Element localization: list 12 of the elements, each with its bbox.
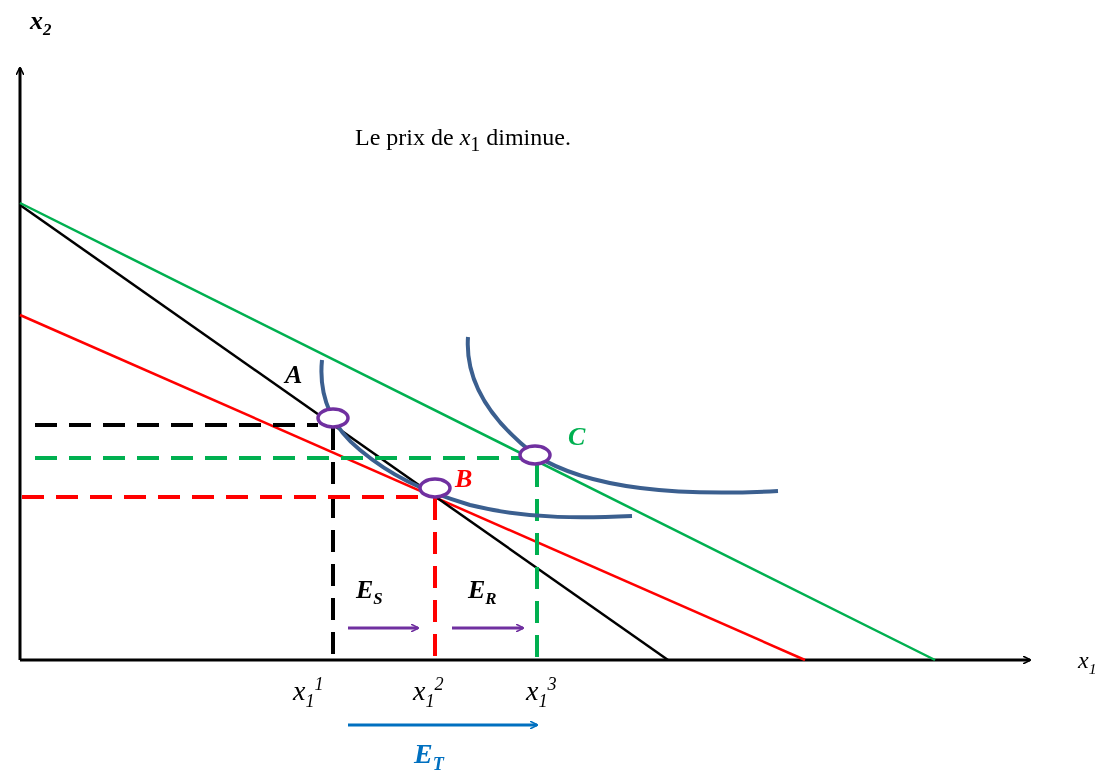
point-marker <box>518 444 552 466</box>
effect-label: E$_{R}$ <box>468 577 497 609</box>
axis-label: x$_{1}$ <box>1078 648 1097 677</box>
point-marker <box>316 407 350 429</box>
point-label: C <box>568 424 586 450</box>
effect-label: E$_{T}$ <box>414 740 444 773</box>
point-label: A <box>285 362 303 388</box>
axis-label: x$_{2}$ <box>30 8 52 40</box>
chart-title: Le prix de x$_{1}$ diminue. <box>355 124 571 156</box>
effect-label: E$_{S}$ <box>356 577 383 609</box>
point-marker <box>418 477 452 499</box>
point-label: B <box>455 466 473 492</box>
